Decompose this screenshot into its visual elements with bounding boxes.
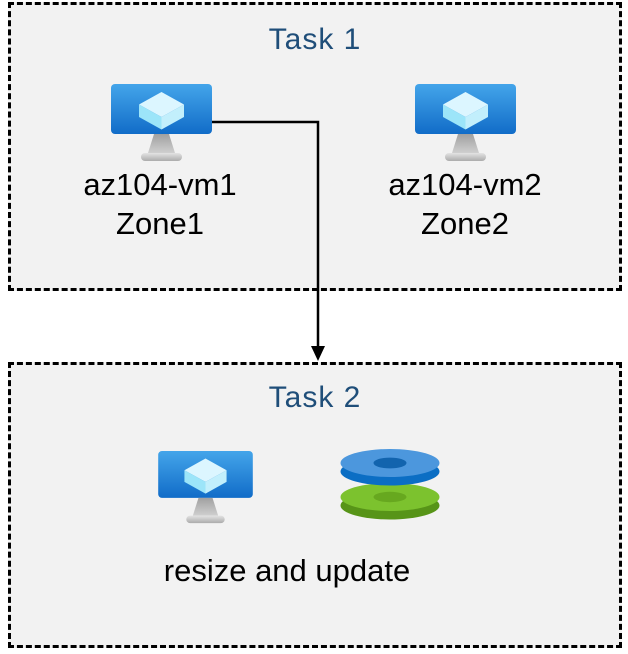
vm1-label: az104-vm1 Zone1: [83, 165, 236, 243]
task1-title: Task 1: [268, 23, 362, 56]
vm2-label: az104-vm2 Zone2: [388, 165, 541, 243]
task2-title: Task 2: [268, 381, 362, 414]
task2-box: Task 2 resize and update: [8, 362, 622, 648]
task1-box: Task 1 az104-vm1 Zone1 az104-vm2 Zone2: [8, 2, 622, 291]
virtual-machine-icon: [415, 84, 516, 163]
vm1-zone: Zone1: [116, 206, 204, 241]
vm2-name: az104-vm2: [388, 167, 542, 202]
disks-icon: [340, 447, 440, 522]
vm2-zone: Zone2: [421, 206, 509, 241]
task2-caption: resize and update: [163, 553, 411, 588]
virtual-machine-icon: [111, 84, 212, 163]
virtual-machine-icon: [158, 451, 253, 525]
vm1-name: az104-vm1: [83, 167, 237, 202]
